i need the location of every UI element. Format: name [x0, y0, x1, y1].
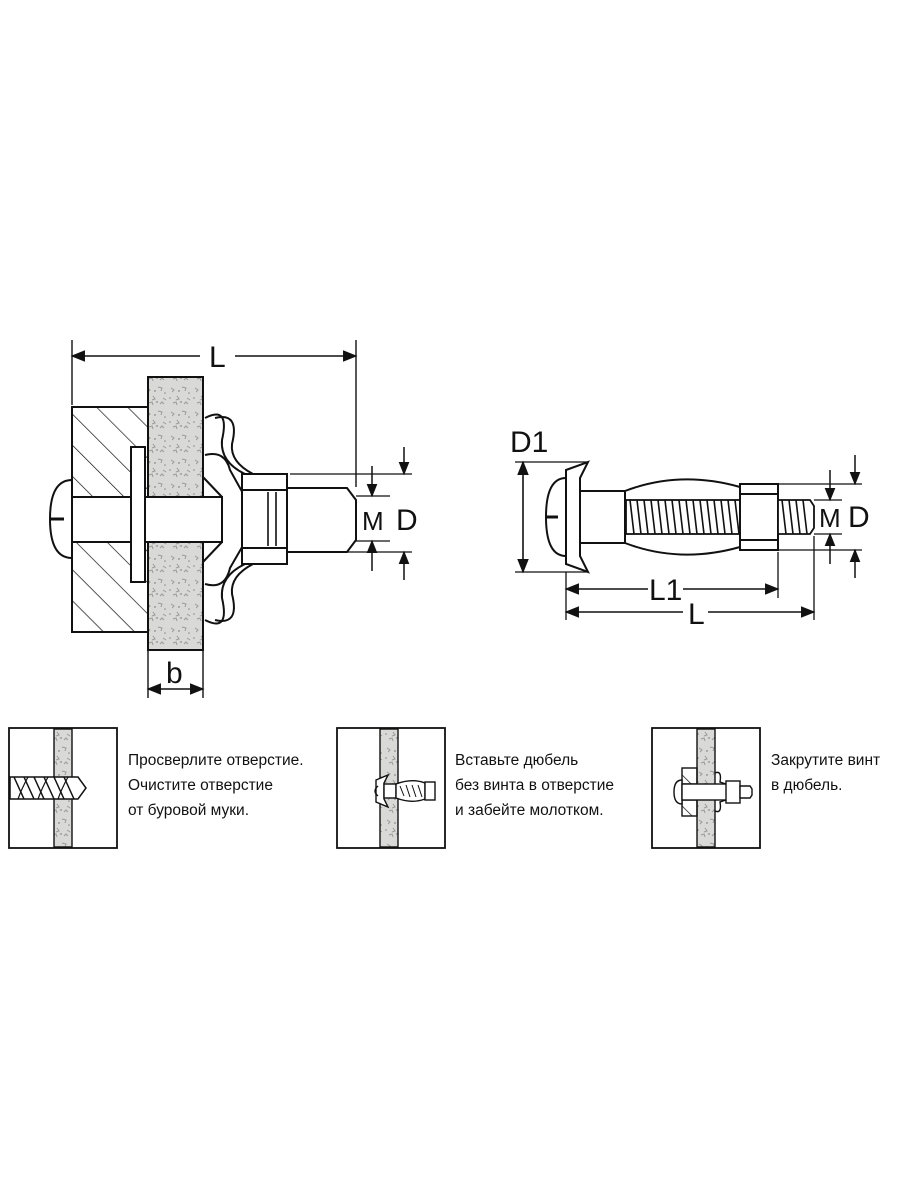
- dimension-length: L: [70, 340, 358, 487]
- dimension-diameter-right: D: [778, 455, 870, 578]
- tightened-anchor-icon: [673, 767, 753, 817]
- step-3-tighten-panel: [651, 727, 761, 849]
- step-1-line-3: от буровой муки.: [128, 802, 250, 819]
- left-view: L M D b: [48, 340, 418, 698]
- step-2-line-3: и забейте молотком.: [455, 802, 604, 819]
- step-2-line-2: без винта в отверстие: [455, 777, 615, 794]
- dimension-screw-right: M: [814, 470, 842, 564]
- head-diameter-label: D1: [510, 426, 548, 459]
- expanded-anchor-legs: [202, 413, 254, 625]
- step-2-line-1: Вставьте дюбель: [455, 752, 579, 769]
- right-view: D1 L1 L M D: [510, 426, 870, 631]
- dimension-sleeve-length: L1: [564, 552, 780, 620]
- dimension-thickness: b: [146, 650, 205, 698]
- thickness-label: b: [166, 657, 183, 690]
- dimension-head-diameter: D1: [510, 426, 588, 574]
- step-3-line-1: Закрутите винт: [771, 752, 881, 769]
- step-3-instructions: Закрутите винт в дюбель.: [771, 748, 880, 798]
- anchor-sleeve-icon: [374, 773, 436, 809]
- step-2-insert-panel: [336, 727, 446, 849]
- step-2-instructions: Вставьте дюбель без винта в отверстие и …: [455, 748, 614, 823]
- anchor-collar: [130, 446, 146, 583]
- dimension-diameter: D: [290, 447, 418, 580]
- diameter-label-right: D: [848, 501, 870, 534]
- screw-shaft: [71, 496, 223, 543]
- dimension-screw: M: [356, 466, 390, 571]
- step-1-line-2: Очистите отверстие: [128, 777, 273, 794]
- diameter-label: D: [396, 504, 418, 537]
- dimension-length-right: L: [564, 536, 816, 631]
- step-1-line-1: Просверлите отверстие.: [128, 752, 304, 769]
- screw-thread-tip: [777, 499, 815, 535]
- length-label: L: [209, 341, 226, 374]
- screw-head-icon: [48, 478, 73, 560]
- anchor-nut-right: [739, 483, 779, 551]
- screw-label: M: [362, 506, 384, 536]
- screw-label-right: M: [819, 503, 841, 533]
- drill-bit-icon: [9, 776, 87, 800]
- step-1-drill-panel: [8, 727, 118, 849]
- step-1-instructions: Просверлите отверстие. Очистите отверсти…: [128, 748, 304, 823]
- screw-tip: [286, 487, 357, 553]
- sleeve-length-label: L1: [649, 574, 682, 607]
- anchor-screw-head-icon: [544, 476, 567, 558]
- anchor-nut: [241, 473, 288, 565]
- anchor-neck: [579, 490, 626, 544]
- anchor-threaded-screw: [625, 499, 741, 535]
- step-3-line-2: в дюбель.: [771, 777, 843, 794]
- length-label-right: L: [688, 598, 705, 631]
